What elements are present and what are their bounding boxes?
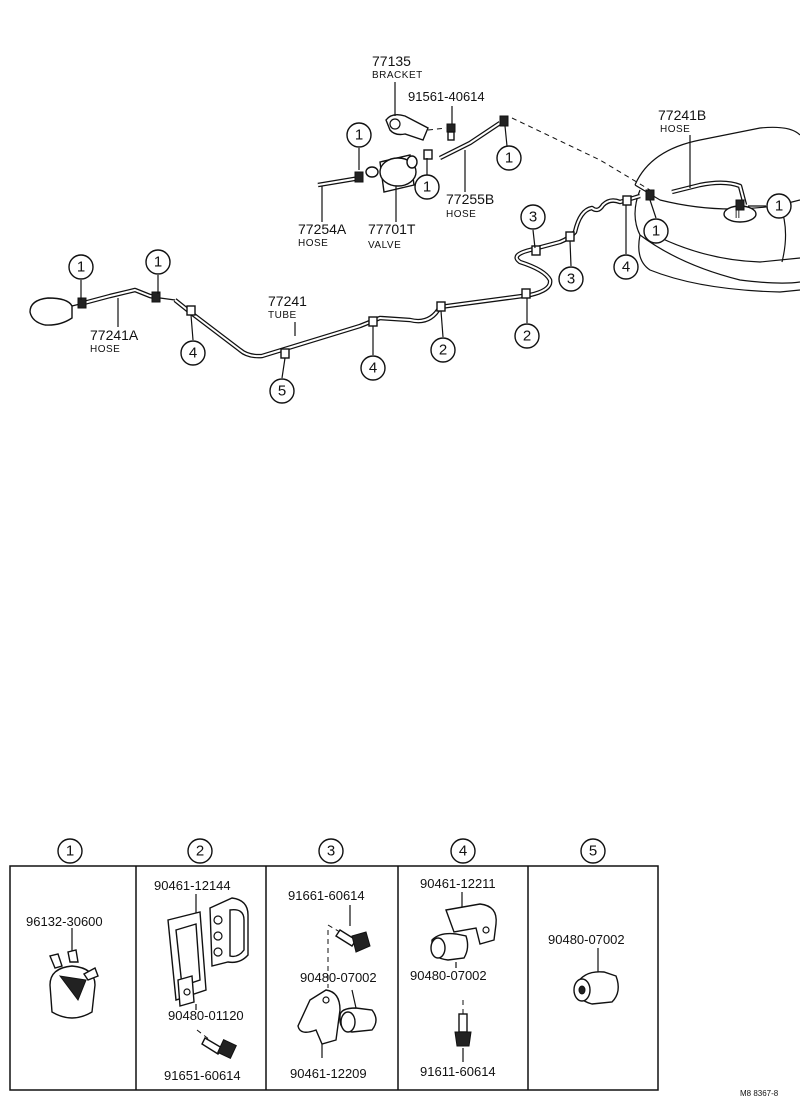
label-hose-b: HOSE xyxy=(660,124,690,135)
svg-text:4: 4 xyxy=(369,360,377,377)
figure-code: M8 8367-8 xyxy=(740,1089,779,1098)
label-tube: TUBE xyxy=(268,310,297,321)
svg-text:2: 2 xyxy=(196,843,204,860)
svg-text:3: 3 xyxy=(567,271,575,288)
svg-text:1: 1 xyxy=(355,127,363,144)
canister-cap xyxy=(29,297,81,326)
legend-90480-07002-col4: 90480-07002 xyxy=(410,968,487,983)
legend-90461-12211: 90461-12211 xyxy=(420,876,496,891)
label-hose-a: HOSE xyxy=(90,344,120,355)
callout-4-c: 4 xyxy=(360,355,386,381)
svg-text:4: 4 xyxy=(459,843,467,860)
legend-header-5: 5 xyxy=(580,838,606,864)
callout-4-b: 4 xyxy=(180,340,206,366)
clamp-90461-12144 xyxy=(167,894,249,1007)
callout-2-b: 2 xyxy=(430,337,456,363)
svg-text:4: 4 xyxy=(622,259,630,276)
label-77255B: 77255B xyxy=(446,191,494,207)
fuel-tube-77241 xyxy=(173,193,641,359)
callout-1-f: 1 xyxy=(643,218,669,244)
legend-91611-60614: 91611-60614 xyxy=(420,1064,496,1079)
callout-1-c: 1 xyxy=(346,122,372,148)
callout-3-b: 3 xyxy=(558,266,584,292)
label-77254A: 77254A xyxy=(298,221,347,237)
svg-text:4: 4 xyxy=(189,345,197,362)
legend-96132-30600: 96132-30600 xyxy=(26,914,103,929)
svg-text:2: 2 xyxy=(439,342,447,359)
svg-text:5: 5 xyxy=(589,843,597,860)
svg-text:3: 3 xyxy=(529,209,537,226)
svg-text:1: 1 xyxy=(66,843,74,860)
callout-1-g: 1 xyxy=(766,193,792,219)
callout-1-d: 1 xyxy=(414,174,440,200)
svg-text:5: 5 xyxy=(278,383,286,400)
label-bracket: BRACKET xyxy=(372,70,423,81)
svg-text:3: 3 xyxy=(327,843,335,860)
label-hose-255: HOSE xyxy=(446,209,476,220)
svg-text:2: 2 xyxy=(523,328,531,345)
legend-table xyxy=(9,865,659,1091)
callout-3-a: 3 xyxy=(520,204,546,230)
label-77135: 77135 xyxy=(372,53,411,69)
callout-1-a: 1 xyxy=(68,254,94,280)
label-77241A: 77241A xyxy=(90,327,139,343)
callout-5-a: 5 xyxy=(269,378,295,404)
legend-90461-12144: 90461-12144 xyxy=(154,878,231,893)
label-91561-40614: 91561-40614 xyxy=(408,89,485,104)
label-77241B: 77241B xyxy=(658,107,706,123)
bolt-91611-60614 xyxy=(454,1000,472,1062)
grommet-90480-07002 xyxy=(573,948,619,1005)
legend-90461-12209: 90461-12209 xyxy=(290,1066,367,1081)
clamp-90461-12211 xyxy=(430,892,497,968)
dashed-leader-tank xyxy=(511,117,651,191)
callout-1-e: 1 xyxy=(496,145,522,171)
legend-header-4: 4 xyxy=(450,838,476,864)
valve-77701T xyxy=(317,154,418,193)
svg-text:1: 1 xyxy=(652,223,660,240)
label-valve: VALVE xyxy=(368,240,401,251)
callout-2-a: 2 xyxy=(514,323,540,349)
legend-header-2: 2 xyxy=(187,838,213,864)
hose-77255B xyxy=(423,115,509,161)
svg-text:1: 1 xyxy=(505,150,513,167)
svg-text:1: 1 xyxy=(77,259,85,276)
legend-90480-01120: 90480-01120 xyxy=(168,1008,244,1023)
label-hose-254: HOSE xyxy=(298,238,328,249)
legend-header-1: 1 xyxy=(57,838,83,864)
svg-text:ll: ll xyxy=(735,210,740,221)
callout-1-b: 1 xyxy=(145,249,171,275)
svg-text:1: 1 xyxy=(775,198,783,215)
clamp-90461-12209 xyxy=(297,989,377,1058)
hose-77241B xyxy=(645,180,748,211)
clamp-96132-30600 xyxy=(49,928,99,1019)
legend-91651-60614: 91651-60614 xyxy=(164,1068,241,1083)
svg-text:1: 1 xyxy=(423,179,431,196)
legend-90480-07002-col5: 90480-07002 xyxy=(548,932,625,947)
label-77701T: 77701T xyxy=(368,221,416,237)
bracket-77135 xyxy=(385,113,456,141)
leader-lines xyxy=(80,82,766,379)
hose-77241A xyxy=(77,287,176,309)
bolt-91661-60614 xyxy=(327,905,371,953)
callout-4-a: 4 xyxy=(613,254,639,280)
legend-header-3: 3 xyxy=(318,838,344,864)
legend-91661-60614: 91661-60614 xyxy=(288,888,365,903)
legend-90480-07002-col3: 90480-07002 xyxy=(300,970,377,985)
label-77241: 77241 xyxy=(268,293,307,309)
bolt-91651-60614 xyxy=(196,1029,237,1059)
svg-text:1: 1 xyxy=(154,254,162,271)
